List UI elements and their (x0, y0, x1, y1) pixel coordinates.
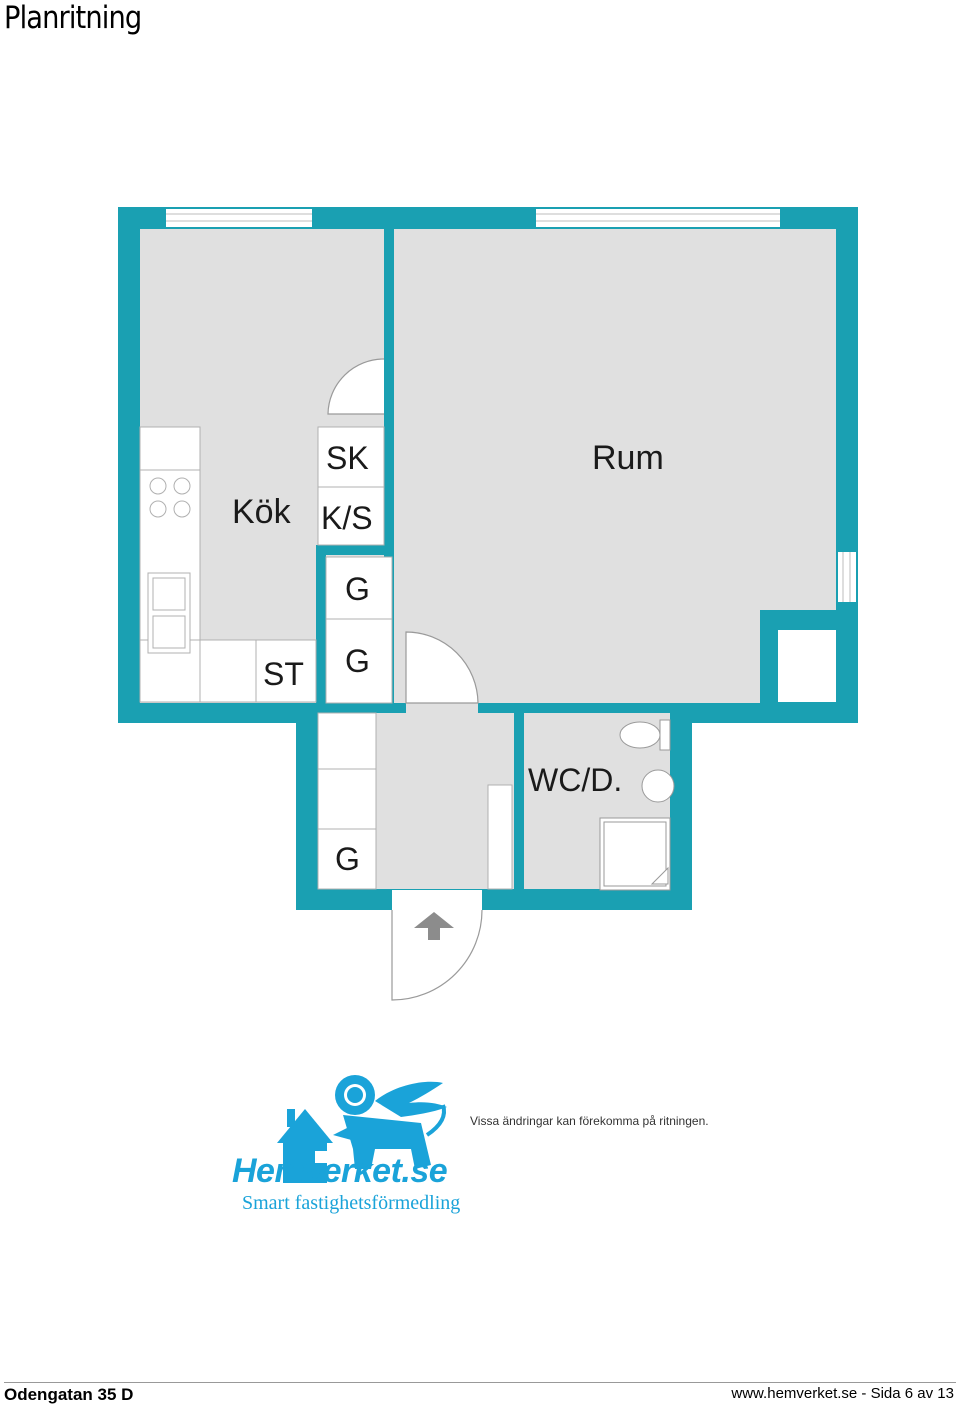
logo-tagline: Smart fastighetsförmedling (242, 1192, 461, 1214)
logo-brand: Hemverket.se (232, 1152, 448, 1190)
entry-arrow-icon (414, 912, 454, 940)
footer-page-info: www.hemverket.se - Sida 6 av 13 (731, 1385, 954, 1402)
label-wc: WC/D. (528, 762, 622, 798)
storage-units (317, 426, 513, 890)
disclaimer-text: Vissa ändringar kan förekomma på ritning… (470, 1114, 709, 1128)
wc-fixtures (599, 719, 675, 891)
label-g2: G (345, 643, 370, 679)
label-g1: G (345, 571, 370, 607)
label-ks: K/S (321, 500, 373, 536)
doors (327, 358, 483, 1001)
footer-divider (4, 1382, 956, 1383)
label-g3: G (335, 841, 360, 877)
kitchen-counter (139, 426, 317, 703)
floors (140, 229, 836, 889)
page-title: Planritning (4, 0, 142, 36)
hemverket-logo-icon (277, 1075, 447, 1183)
label-rum: Rum (592, 439, 664, 477)
label-sk: SK (326, 440, 369, 476)
label-kok: Kök (232, 493, 292, 531)
footer-address: Odengatan 35 D (4, 1385, 134, 1404)
floor-plan: Kök Rum SK K/S G G G ST WC/D. (118, 207, 858, 1001)
windows (166, 209, 856, 602)
label-st: ST (263, 656, 304, 692)
